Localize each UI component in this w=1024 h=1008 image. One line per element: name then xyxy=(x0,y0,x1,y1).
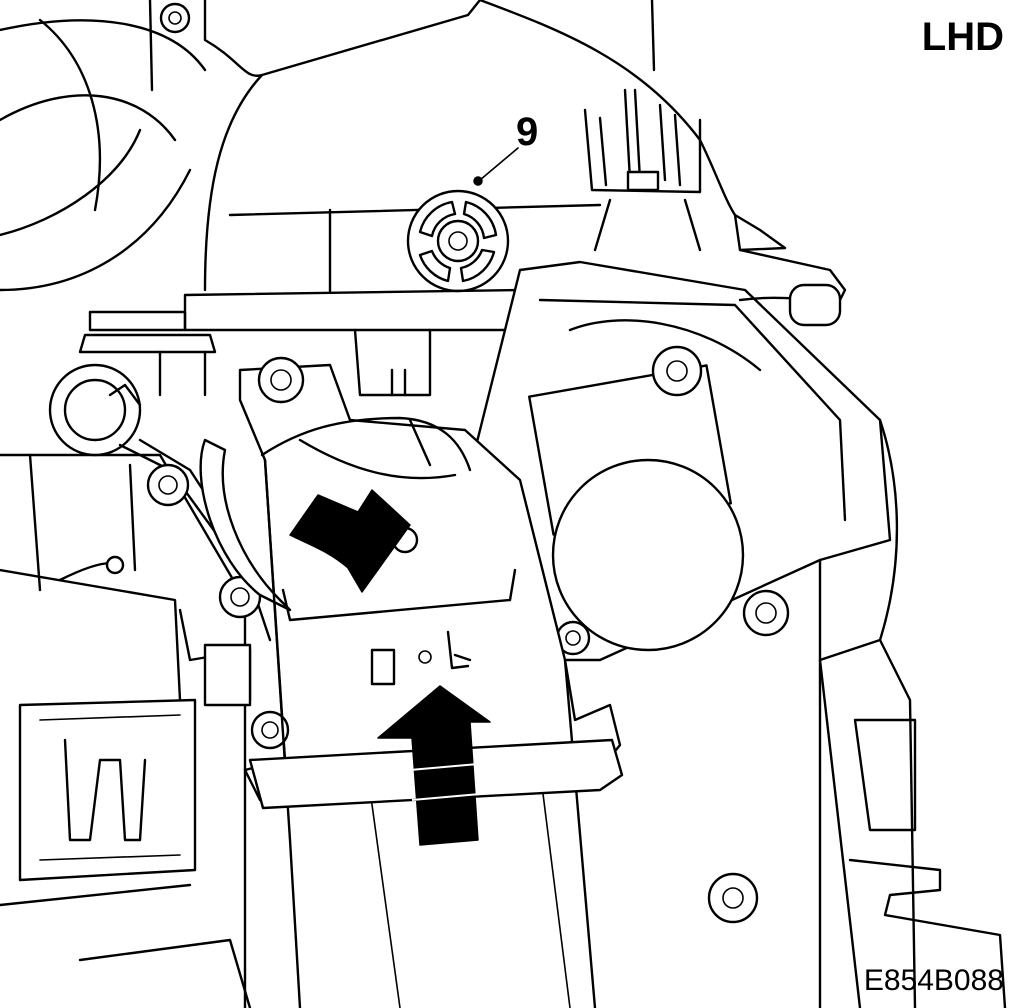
curved-arrow-icon xyxy=(289,489,411,593)
lower-duct xyxy=(707,418,1007,1008)
actuator-screw-top xyxy=(651,345,703,397)
region-label: LHD xyxy=(922,15,1004,59)
callout-9: 9 xyxy=(473,110,538,186)
clip-fastener xyxy=(406,189,510,293)
upper-duct xyxy=(203,0,737,294)
left-lower-frame xyxy=(0,453,252,1008)
linkage-arm xyxy=(48,363,272,707)
callout-number: 9 xyxy=(516,110,538,154)
figure-id: E854B088 xyxy=(864,964,1004,997)
housing-bolt xyxy=(159,2,191,34)
blower-housing xyxy=(0,0,207,292)
motor-cylinder xyxy=(551,458,745,652)
top-bracket xyxy=(583,88,847,322)
up-arrow-icon xyxy=(377,685,491,846)
leader-dot xyxy=(473,176,483,186)
duct-screw xyxy=(707,872,759,924)
actuator-motor xyxy=(468,260,892,662)
leader-line xyxy=(479,147,519,181)
actuator-screw-right xyxy=(742,589,790,637)
